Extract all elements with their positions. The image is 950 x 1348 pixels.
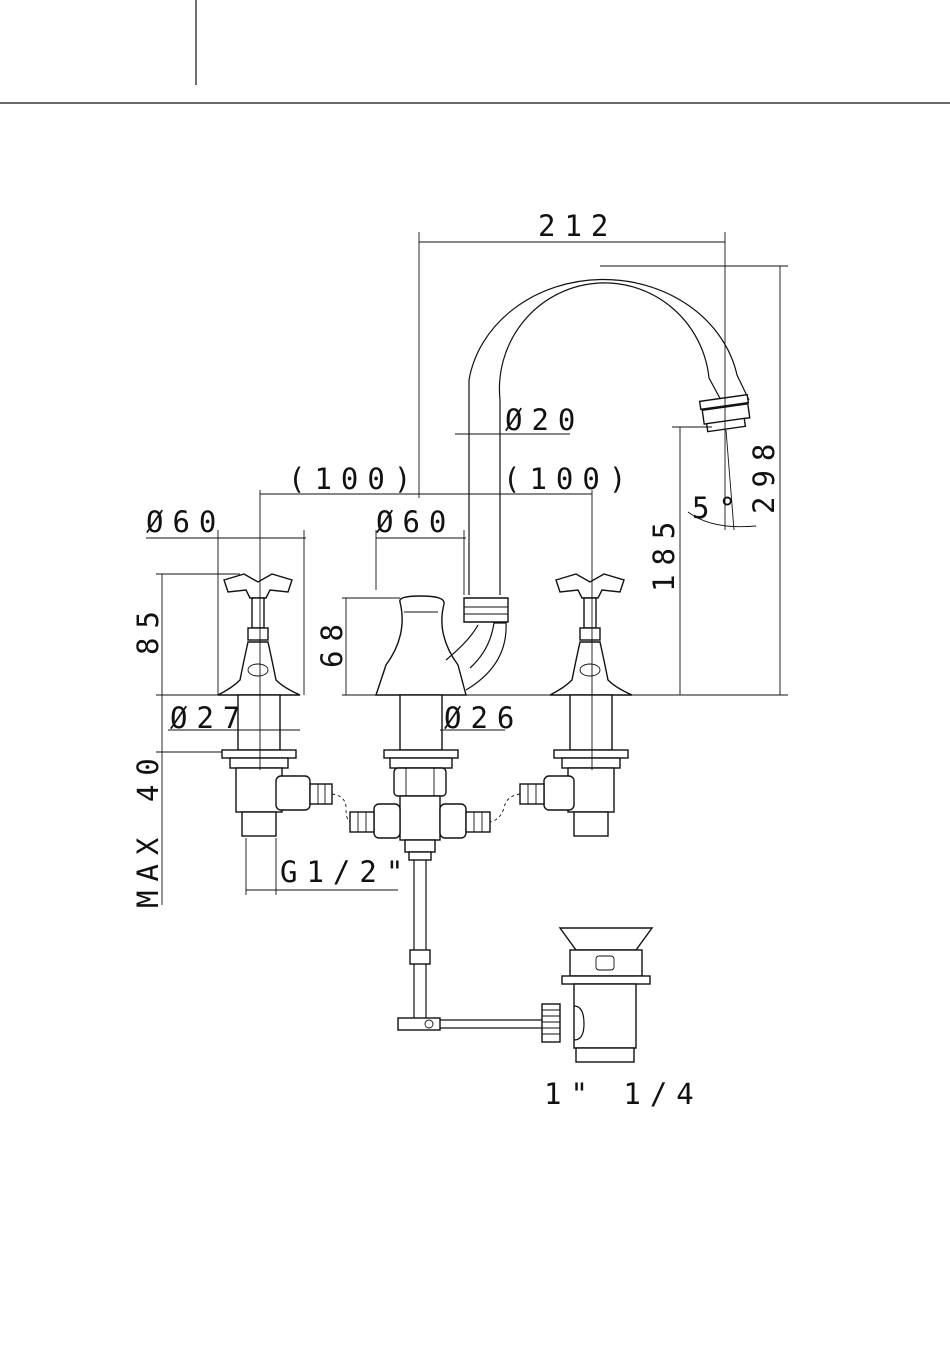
dim-waste-size: 1" 1/4 xyxy=(544,1077,703,1111)
dim-spout-outlet-height: 185 xyxy=(647,513,681,592)
pop-up-waste xyxy=(398,860,652,1062)
dim-handle-base-diameter: Ø60 xyxy=(146,505,225,539)
dim-spout-diameter: Ø20 xyxy=(505,403,584,437)
dim-body-height: 68 xyxy=(315,615,349,668)
dim-shank-diameter-valve: Ø27 xyxy=(170,701,249,735)
dim-spacing-left: (100) xyxy=(288,462,420,496)
dim-body-base-diameter: Ø60 xyxy=(376,505,455,539)
dimension-labels: 212 Ø20 (100) (100) Ø60 Ø60 Ø27 Ø26 G1/2… xyxy=(131,209,781,1111)
spout xyxy=(464,280,750,622)
dim-max-deck-thickness: MAX 40 xyxy=(131,749,165,908)
dim-spout-angle: 5° xyxy=(692,491,745,525)
dim-handle-height: 85 xyxy=(131,602,165,655)
dim-shank-diameter-body: Ø26 xyxy=(444,701,523,735)
page-header-frame xyxy=(0,0,950,103)
dim-inlet-thread: G1/2" xyxy=(280,855,412,889)
dim-spout-reach: 212 xyxy=(538,209,617,243)
dim-spacing-right: (100) xyxy=(503,462,635,496)
dim-total-height: 298 xyxy=(747,435,781,514)
